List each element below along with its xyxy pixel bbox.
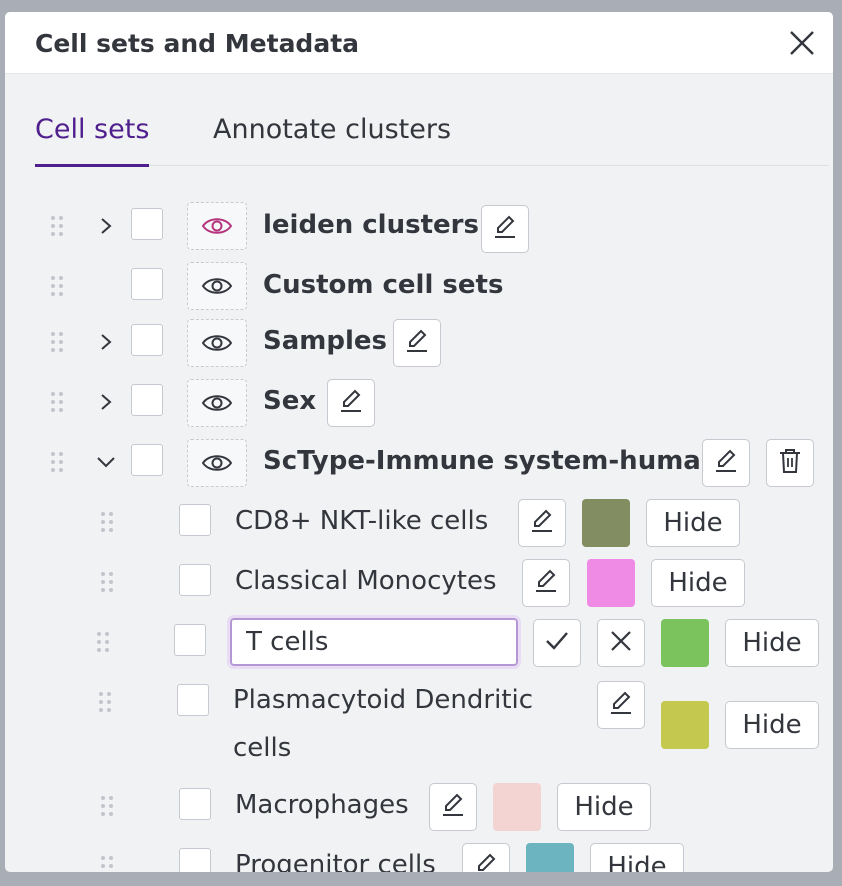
color-swatch[interactable] — [526, 843, 574, 872]
cell-sets-panel: Cell sets and Metadata Cell sets Annotat… — [5, 12, 833, 872]
drag-handle-icon[interactable] — [49, 451, 65, 473]
panel-title: Cell sets and Metadata — [35, 29, 360, 58]
close-icon — [609, 629, 633, 657]
confirm-button[interactable] — [533, 619, 581, 667]
hide-button[interactable]: Hide — [651, 559, 745, 607]
group-checkbox[interactable] — [131, 324, 163, 356]
cell-set-label: CD8+ NKT-like cells — [235, 506, 489, 536]
eye-icon[interactable] — [187, 319, 247, 367]
hide-button[interactable]: Hide — [646, 499, 740, 547]
pencil-icon — [528, 507, 556, 539]
eye-icon[interactable] — [187, 439, 247, 487]
cell-set-checkbox[interactable] — [179, 788, 211, 820]
pencil-icon — [532, 567, 560, 599]
drag-handle-icon[interactable] — [99, 511, 115, 533]
cell-set-label: Plasmacytoid Dendritic cells — [233, 685, 534, 763]
color-swatch[interactable] — [493, 783, 541, 831]
panel-header: Cell sets and Metadata — [5, 12, 833, 74]
drag-handle-icon[interactable] — [49, 215, 65, 237]
drag-handle-icon[interactable] — [49, 331, 65, 353]
pencil-icon — [439, 791, 467, 823]
group-checkbox[interactable] — [131, 208, 163, 240]
eye-icon[interactable] — [187, 262, 247, 310]
cell-set-label: Macrophages — [235, 790, 409, 820]
edit-button[interactable] — [327, 379, 375, 427]
cell-set-checkbox[interactable] — [179, 848, 211, 872]
pencil-icon — [472, 851, 500, 872]
pencil-icon — [712, 447, 740, 479]
edit-button[interactable] — [518, 499, 566, 547]
drag-handle-icon[interactable] — [97, 691, 113, 713]
chevron-down-icon[interactable] — [95, 451, 117, 473]
color-swatch[interactable] — [582, 499, 630, 547]
eye-icon[interactable] — [187, 202, 247, 250]
color-swatch[interactable] — [661, 619, 709, 667]
pencil-icon — [403, 327, 431, 359]
active-tab-indicator — [35, 164, 149, 167]
group-checkbox[interactable] — [131, 268, 163, 300]
group-checkbox[interactable] — [131, 444, 163, 476]
hide-button[interactable]: Hide — [725, 701, 819, 749]
chevron-right-icon[interactable] — [95, 215, 117, 237]
cell-set-checkbox[interactable] — [174, 624, 206, 656]
cell-set-label: Progenitor cells — [235, 850, 436, 872]
color-swatch[interactable] — [661, 701, 709, 749]
drag-handle-icon[interactable] — [49, 391, 65, 413]
group-label: Custom cell sets — [263, 270, 504, 300]
edit-button[interactable] — [462, 843, 510, 872]
group-label: Samples — [263, 326, 387, 356]
chevron-right-icon[interactable] — [95, 391, 117, 413]
edit-button[interactable] — [522, 559, 570, 607]
tab-bar: Cell sets Annotate clusters — [35, 114, 829, 167]
drag-handle-icon[interactable] — [99, 855, 115, 872]
group-label: leiden clusters — [263, 210, 479, 240]
pencil-icon — [607, 689, 635, 721]
drag-handle-icon[interactable] — [49, 275, 65, 297]
edit-button[interactable] — [597, 681, 645, 729]
group-label: ScType-Immune system-human — [263, 446, 720, 476]
cell-set-label: Classical Monocytes — [235, 566, 497, 596]
chevron-right-icon[interactable] — [95, 331, 117, 353]
cancel-button[interactable] — [597, 619, 645, 667]
drag-handle-icon[interactable] — [99, 571, 115, 593]
cell-set-checkbox[interactable] — [177, 684, 209, 716]
tab-annotate-clusters[interactable]: Annotate clusters — [213, 114, 452, 145]
eye-icon[interactable] — [187, 379, 247, 427]
check-icon — [543, 627, 571, 659]
edit-button[interactable] — [481, 205, 529, 253]
edit-button[interactable] — [393, 319, 441, 367]
hide-button[interactable]: Hide — [557, 783, 651, 831]
pencil-icon — [337, 387, 365, 419]
pencil-icon — [491, 213, 519, 245]
delete-button[interactable] — [766, 439, 814, 487]
hide-button[interactable]: Hide — [590, 843, 684, 872]
rename-input[interactable] — [227, 615, 521, 669]
tab-cell-sets[interactable]: Cell sets — [35, 114, 150, 145]
hide-button[interactable]: Hide — [725, 619, 819, 667]
group-checkbox[interactable] — [131, 384, 163, 416]
cell-set-checkbox[interactable] — [179, 564, 211, 596]
color-swatch[interactable] — [587, 559, 635, 607]
edit-button[interactable] — [702, 439, 750, 487]
cell-set-checkbox[interactable] — [179, 504, 211, 536]
trash-icon — [777, 447, 803, 479]
edit-button[interactable] — [429, 783, 477, 831]
close-icon[interactable] — [787, 28, 817, 58]
group-label: Sex — [263, 386, 317, 416]
drag-handle-icon[interactable] — [99, 795, 115, 817]
drag-handle-icon[interactable] — [95, 631, 111, 653]
